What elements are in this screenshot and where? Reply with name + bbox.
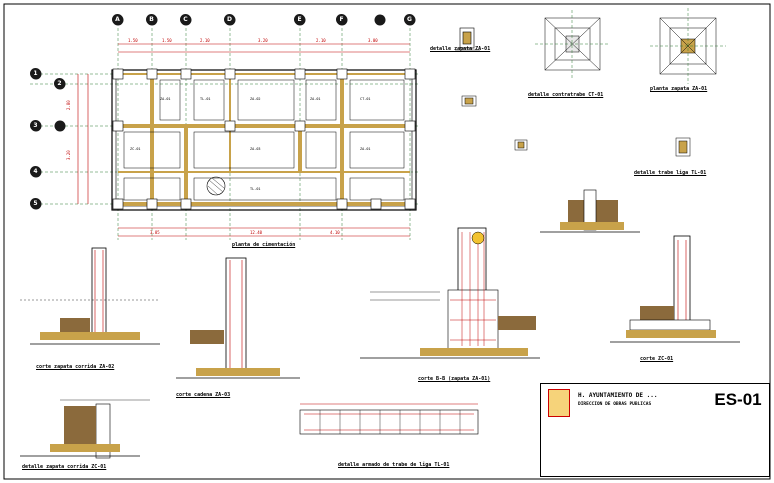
- svg-text:3.20: 3.20: [66, 150, 71, 160]
- column-section-right: [610, 235, 740, 343]
- department-name: DIRECCION DE OBRAS PUBLICAS: [578, 402, 652, 407]
- svg-text:1.50: 1.50: [162, 38, 172, 43]
- svg-text:ZA-01: ZA-01: [160, 97, 171, 101]
- svg-text:ZA-01: ZA-01: [310, 97, 321, 101]
- axis-bubbles-left: [30, 68, 66, 210]
- axis-bubbles-top: [112, 14, 416, 26]
- beam-elevation: [299, 403, 479, 435]
- axis-bubble-5: 5: [30, 198, 41, 209]
- axis-bubble-a: A: [112, 14, 123, 25]
- svg-text:2.80: 2.80: [66, 100, 71, 110]
- svg-text:3.00: 3.00: [368, 38, 378, 43]
- svg-text:12.40: 12.40: [250, 230, 263, 235]
- detail-trabe-liga-title: detalle trabe liga TL-01: [634, 170, 707, 176]
- svg-text:TL-01: TL-01: [250, 187, 261, 191]
- footing-plan-detail-2: [650, 8, 726, 84]
- title-block: [540, 383, 770, 477]
- detail-zapata-title: detalle zapata ZA-01: [430, 46, 491, 52]
- svg-text:4.10: 4.10: [330, 230, 340, 235]
- svg-text:3.20: 3.20: [258, 38, 268, 43]
- footing-plan-detail-1: [535, 10, 610, 80]
- corte-zc01-title: corte ZC-01: [640, 356, 674, 362]
- corte-bb-title: corte B-B (zapata ZA-01): [418, 376, 491, 382]
- svg-text:ZC-01: ZC-01: [130, 147, 141, 151]
- contratrabe-detail: [540, 189, 640, 233]
- svg-text:ZA-02: ZA-02: [250, 97, 261, 101]
- svg-text:ZA-03: ZA-03: [250, 147, 261, 151]
- axis-bubble-f: F: [336, 14, 347, 25]
- axis-bubble-1: 1: [30, 68, 41, 79]
- detail-contratrabe-title: detalle contratrabe CT-01: [528, 92, 604, 98]
- axis-bubble-2: 2: [54, 78, 65, 89]
- muro-zc-title: detalle zapata corrida ZC-01: [22, 464, 107, 470]
- wall-section-1: [20, 247, 160, 345]
- footing-section-bb: [360, 227, 540, 359]
- svg-text:CT-01: CT-01: [360, 97, 371, 101]
- armado-trabe-title: detalle armado de trabe de liga TL-01: [338, 462, 450, 468]
- corte-cadena-title: corte cadena ZA-03: [176, 392, 231, 398]
- svg-text:2.10: 2.10: [200, 38, 210, 43]
- institution-name: H. AYUNTAMIENTO DE ...: [578, 392, 658, 399]
- svg-text:ZA-01: ZA-01: [360, 147, 371, 151]
- axis-bubble-c: C: [180, 14, 191, 25]
- retaining-detail: [20, 399, 150, 459]
- svg-text:3.85: 3.85: [150, 230, 160, 235]
- axis-bubble-4: 4: [30, 166, 41, 177]
- svg-text:TL-01: TL-01: [200, 97, 211, 101]
- detail-planta-zapata-title: planta zapata ZA-01: [650, 86, 708, 92]
- svg-text:2.10: 2.10: [316, 38, 326, 43]
- axis-bubble-3: 3: [30, 120, 41, 131]
- axis-bubble-b: B: [146, 14, 157, 25]
- axis-bubble-d: D: [224, 14, 235, 25]
- axis-bubble-g: G: [404, 14, 415, 25]
- wall-section-2: [176, 257, 300, 379]
- plan-title: planta de cimentación: [232, 242, 296, 248]
- svg-text:1.50: 1.50: [128, 38, 138, 43]
- corte-muro-title: corte zapata corrida ZA-02: [36, 364, 115, 370]
- footing-detail-small: [455, 27, 480, 51]
- axis-bubble-e: E: [294, 14, 305, 25]
- sheet-code: ES-01: [714, 390, 762, 409]
- municipal-seal: [548, 389, 570, 417]
